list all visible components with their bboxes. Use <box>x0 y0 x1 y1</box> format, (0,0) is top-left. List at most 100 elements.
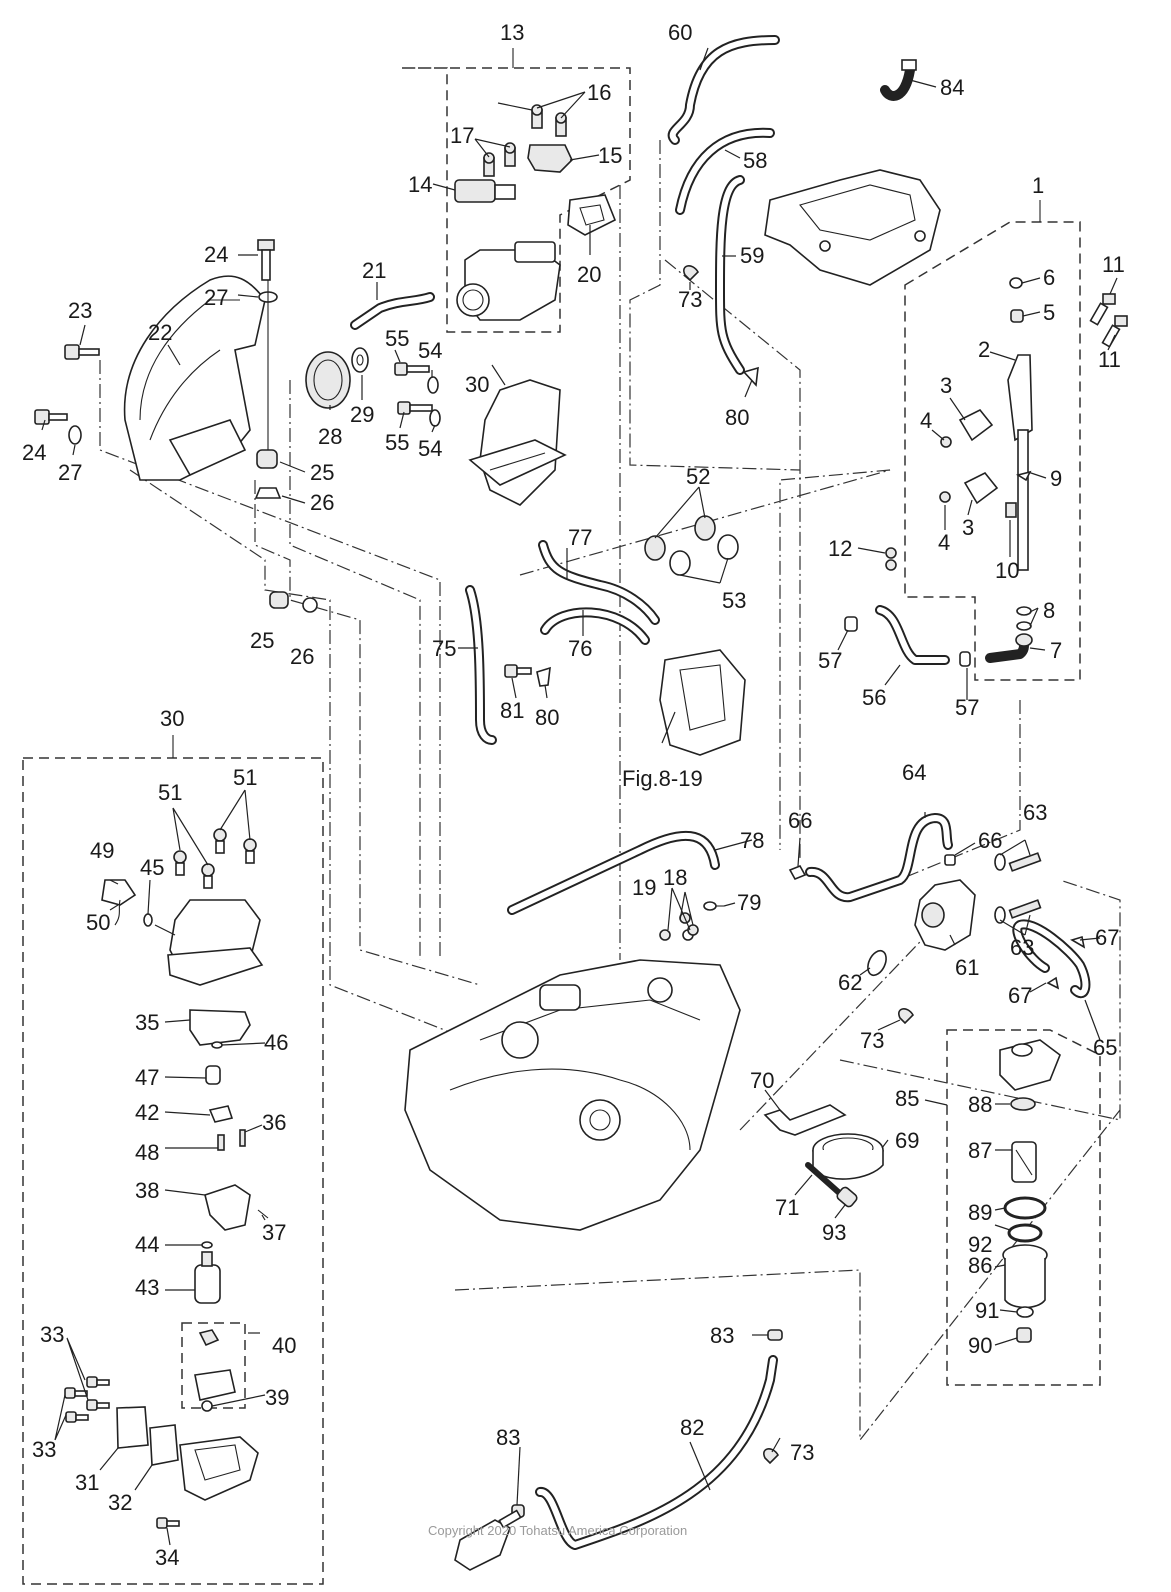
callout-49: 49 <box>90 838 114 863</box>
callout-51-left: 51 <box>158 780 182 805</box>
hose-58 <box>675 127 775 215</box>
callout-85: 85 <box>895 1086 919 1111</box>
fig-8-19-panel <box>659 649 746 756</box>
group-box-85 <box>946 1029 1101 1386</box>
bracket-70 <box>763 1104 847 1136</box>
callout-17: 17 <box>450 123 474 148</box>
callout-79: 79 <box>737 890 761 915</box>
bolts-55 <box>394 362 433 415</box>
oring-89 <box>1003 1196 1047 1220</box>
callout-24-top: 24 <box>204 242 228 267</box>
vapor-separator-cover <box>167 899 264 986</box>
hose-75 <box>465 585 497 745</box>
clip-84 <box>880 59 917 101</box>
float-38 <box>204 1184 269 1231</box>
callout-69: 69 <box>895 1128 919 1153</box>
callout-47: 47 <box>135 1065 159 1090</box>
grommets-52-53 <box>644 515 739 576</box>
callout-58: 58 <box>743 148 767 173</box>
seals-4 <box>939 436 952 503</box>
leader-lines <box>41 47 1118 1546</box>
callout-70: 70 <box>750 1068 774 1093</box>
bolts-23-24 <box>34 239 275 425</box>
callout-24-bottom: 24 <box>22 440 46 465</box>
callout-35: 35 <box>135 1010 159 1035</box>
callout-20: 20 <box>577 262 601 287</box>
callout-81: 81 <box>500 698 524 723</box>
callout-48: 48 <box>135 1140 159 1165</box>
gasket-35 <box>189 1009 251 1046</box>
fig-reference[interactable]: Fig.8-19 <box>622 766 703 791</box>
callout-29: 29 <box>350 402 374 427</box>
seals-18-19 <box>659 912 699 941</box>
callout-25-bottom: 25 <box>250 628 274 653</box>
filter-40 <box>194 1329 236 1401</box>
washer-29 <box>351 347 369 373</box>
callout-40: 40 <box>272 1333 296 1358</box>
hose-59 <box>715 175 745 375</box>
hose-65 <box>1012 919 1091 999</box>
callout-13: 13 <box>500 20 524 45</box>
parts-42-48-36 <box>208 1105 246 1151</box>
callout-38: 38 <box>135 1178 159 1203</box>
clips-73 <box>683 265 915 1465</box>
callout-73-bottom: 73 <box>790 1440 814 1465</box>
throttle-body <box>456 241 561 321</box>
callout-86: 86 <box>968 1253 992 1278</box>
callout-80-top: 80 <box>725 405 749 430</box>
callout-63-top: 63 <box>1023 800 1047 825</box>
hose-64 <box>805 813 953 903</box>
callout-55-top: 55 <box>385 326 409 351</box>
callout-4-bottom: 4 <box>938 530 950 555</box>
group-box-13 <box>402 48 631 333</box>
plates-31-32 <box>116 1406 179 1466</box>
callout-54-bottom: 54 <box>418 436 442 461</box>
callout-31: 31 <box>75 1470 99 1495</box>
callout-84: 84 <box>940 75 964 100</box>
callout-76: 76 <box>568 636 592 661</box>
callout-73-top: 73 <box>678 287 702 312</box>
bolts-11 <box>1089 293 1128 348</box>
bolts-63 <box>994 852 1042 924</box>
callout-30-group: 30 <box>160 706 184 731</box>
callout-87: 87 <box>968 1138 992 1163</box>
callout-60: 60 <box>668 20 692 45</box>
callout-27-bottom: 27 <box>58 460 82 485</box>
fuel-pump-61 <box>914 879 976 951</box>
callout-63-bottom: 63 <box>1010 935 1034 960</box>
callout-16: 16 <box>587 80 611 105</box>
injectors-3 <box>958 408 999 505</box>
callout-23: 23 <box>68 298 92 323</box>
callout-71: 71 <box>775 1195 799 1220</box>
callout-labels: 13 16 17 15 14 20 60 58 59 73 84 1 11 6 … <box>22 20 1125 1570</box>
callout-65: 65 <box>1093 1035 1117 1060</box>
callout-21: 21 <box>362 258 386 283</box>
engine-block <box>404 959 741 1231</box>
callout-91: 91 <box>975 1298 999 1323</box>
callout-88: 88 <box>968 1092 992 1117</box>
element-87 <box>1011 1141 1037 1183</box>
callout-6: 6 <box>1043 265 1055 290</box>
callout-3-top: 3 <box>940 373 952 398</box>
callout-39: 39 <box>265 1385 289 1410</box>
callout-22: 22 <box>148 320 172 345</box>
hose-56 <box>875 605 950 665</box>
group-box-40 <box>181 1322 246 1409</box>
callout-93: 93 <box>822 1220 846 1245</box>
callout-12: 12 <box>828 536 852 561</box>
hose-21 <box>350 292 435 330</box>
callout-30-center: 30 <box>465 372 489 397</box>
bolt-71-93 <box>805 1162 858 1208</box>
callout-4-top: 4 <box>920 408 932 433</box>
fitting-80-81 <box>504 366 759 687</box>
sensor-15 <box>527 144 573 173</box>
callout-32: 32 <box>108 1490 132 1515</box>
float-bowl <box>179 1436 259 1501</box>
callout-18: 18 <box>663 865 687 890</box>
callout-51-right: 51 <box>233 765 257 790</box>
callout-73-mid: 73 <box>860 1028 884 1053</box>
callout-66-right: 66 <box>978 828 1002 853</box>
callout-57-left: 57 <box>818 648 842 673</box>
callout-90: 90 <box>968 1333 992 1358</box>
callout-77: 77 <box>568 525 592 550</box>
